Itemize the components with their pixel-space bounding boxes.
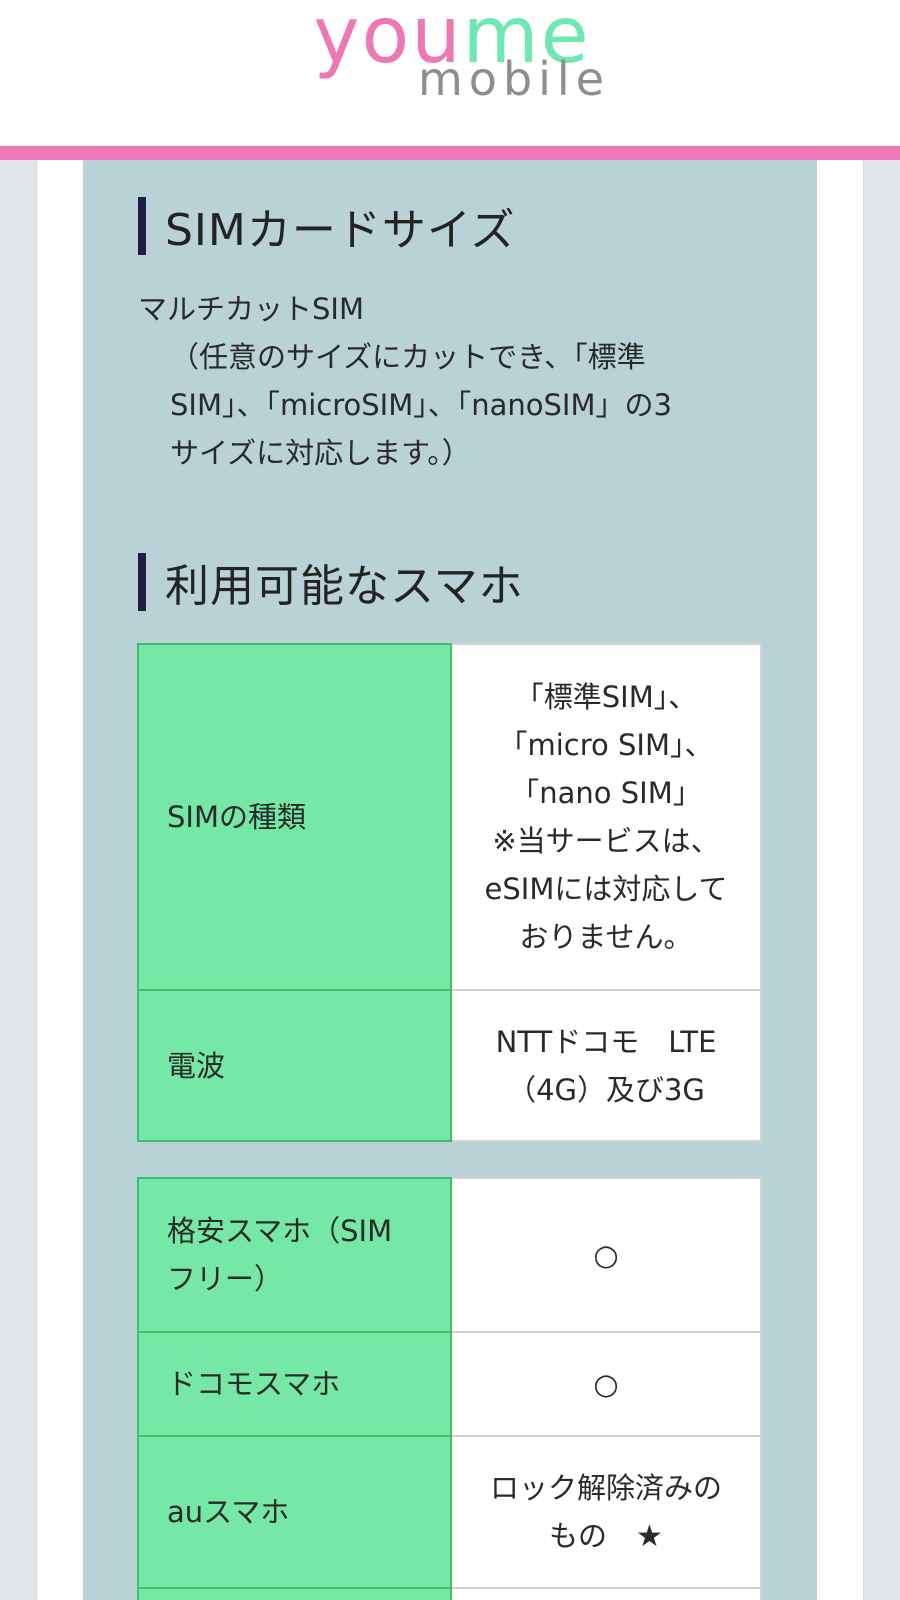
radio-wave-value-line: （4G）及び3G	[507, 1072, 705, 1107]
table-row: 電波 NTTドコモ LTE （4G）及び3G	[137, 989, 762, 1142]
docomo-phone-label: ドコモスマホ	[137, 1331, 452, 1437]
sim-type-value-line: 「nano SIM」	[510, 776, 702, 810]
table-row: 格安スマホ（SIM フリー） ○	[137, 1177, 762, 1333]
sim-type-value-line: ※当サービスは、	[492, 824, 720, 858]
sim-type-value-line: おりません。	[519, 920, 693, 954]
sim-free-phone-label-line: フリー）	[167, 1262, 284, 1296]
table-row	[137, 1587, 762, 1600]
sim-size-line-2: （任意のサイズにカットでき、「標準	[170, 340, 646, 374]
sim-size-line-1: マルチカットSIM	[138, 292, 364, 326]
docomo-phone-value: ○	[451, 1331, 762, 1437]
sim-type-value-line: 「micro SIM」、	[498, 728, 714, 762]
header-accent-bar	[0, 146, 900, 160]
au-phone-value-line: もの ★	[466, 1512, 746, 1561]
radio-wave-value-line: NTTドコモ LTE	[495, 1024, 717, 1059]
sim-size-line-4: サイズに対応します。）	[170, 436, 471, 470]
radio-wave-label: 電波	[137, 989, 452, 1142]
table-row: auスマホ ロック解除済みの もの ★	[137, 1435, 762, 1589]
au-phone-label: auスマホ	[137, 1435, 452, 1589]
star-icon: ★	[636, 1518, 663, 1554]
heading-accent-bar	[138, 197, 146, 255]
heading-accent-bar	[138, 553, 146, 611]
sim-free-phone-value: ○	[451, 1177, 762, 1333]
sim-size-description: マルチカットSIM （任意のサイズにカットでき、「標準 SIM」、「microS…	[138, 285, 778, 477]
table-row: ドコモスマホ ○	[137, 1331, 762, 1437]
compatibility-table: 格安スマホ（SIM フリー） ○ ドコモスマホ ○ auスマホ ロック解除済みの…	[137, 1177, 762, 1600]
sim-size-line-3: SIM」、「microSIM」、「nanoSIM」の3	[170, 388, 672, 422]
au-phone-value-line: ロック解除済みの	[489, 1470, 722, 1505]
sim-type-label: SIMの種類	[137, 643, 452, 991]
radio-wave-value: NTTドコモ LTE （4G）及び3G	[451, 989, 762, 1142]
au-phone-value: ロック解除済みの もの ★	[451, 1435, 762, 1589]
sim-free-phone-label-line: 格安スマホ（SIM	[167, 1214, 393, 1248]
sim-type-value: 「標準SIM」、 「micro SIM」、 「nano SIM」 ※当サービスは…	[451, 643, 762, 991]
sim-size-heading: SIMカードサイズ	[138, 194, 516, 258]
logo-mobile-text: mobile	[418, 52, 610, 100]
logo-youme-text: youme	[313, 0, 590, 81]
sim-free-phone-label: 格安スマホ（SIM フリー）	[137, 1177, 452, 1333]
sim-type-value-line: 「標準SIM」、	[514, 680, 698, 714]
youme-mobile-logo[interactable]: youme mobile	[262, 0, 642, 100]
phones-title: 利用可能なスマホ	[165, 561, 524, 612]
table-row: SIMの種類 「標準SIM」、 「micro SIM」、 「nano SIM」 …	[137, 643, 762, 991]
next-row-label	[137, 1587, 452, 1600]
au-phone-value-text: もの	[549, 1518, 637, 1553]
phones-heading: 利用可能なスマホ	[138, 550, 524, 614]
sim-size-title: SIMカードサイズ	[165, 205, 516, 256]
site-header: youme mobile	[0, 0, 900, 146]
spec-table: SIMの種類 「標準SIM」、 「micro SIM」、 「nano SIM」 …	[137, 643, 762, 1142]
sim-type-value-line: eSIMには対応して	[484, 872, 728, 906]
next-row-value	[451, 1587, 762, 1600]
